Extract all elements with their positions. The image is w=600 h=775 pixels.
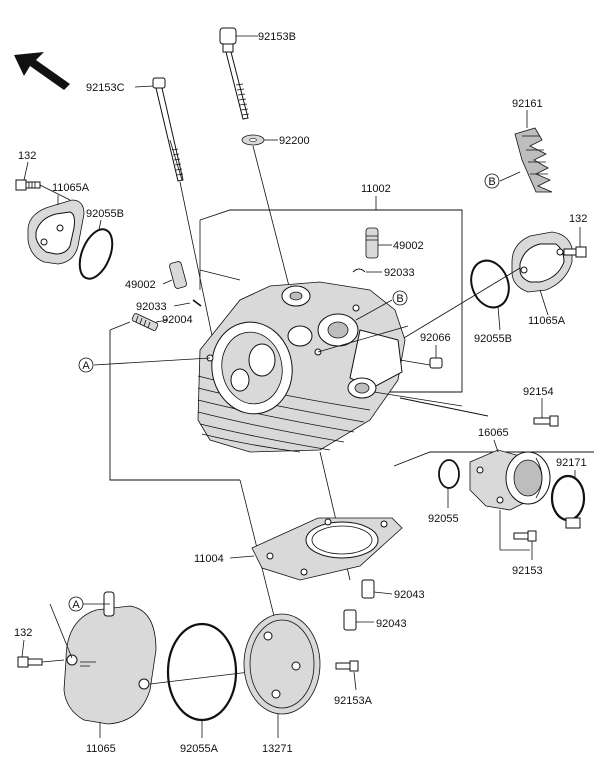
svg-text:A: A bbox=[72, 599, 80, 611]
clamp-92171 bbox=[550, 474, 586, 529]
label-92161: 92161 bbox=[512, 98, 543, 110]
callout-b-head: B bbox=[392, 290, 408, 306]
label-92004: 92004 bbox=[162, 314, 193, 326]
bolt-92153C bbox=[152, 77, 184, 182]
dowel-92043-b bbox=[343, 609, 357, 631]
bolt-132-bl bbox=[17, 656, 43, 668]
cover-13271 bbox=[243, 613, 321, 715]
svg-text:B: B bbox=[488, 176, 495, 188]
stud-92004 bbox=[131, 313, 159, 331]
label-92153C: 92153C bbox=[86, 82, 125, 94]
label-92055B-tl: 92055B bbox=[86, 208, 124, 220]
bolt-92153 bbox=[513, 530, 537, 542]
label-92033-l: 92033 bbox=[136, 301, 167, 313]
label-11004: 11004 bbox=[194, 553, 224, 565]
callout-a-bottom: A bbox=[68, 596, 84, 612]
label-49002-r: 49002 bbox=[393, 240, 424, 252]
o-ring-92055B-r bbox=[470, 259, 510, 309]
callout-a-left: A bbox=[78, 357, 94, 373]
label-132-r: 132 bbox=[569, 213, 587, 225]
label-49002-l: 49002 bbox=[125, 279, 156, 291]
label-92153A: 92153A bbox=[334, 695, 373, 707]
svg-text:B: B bbox=[396, 293, 403, 305]
label-92033-r: 92033 bbox=[384, 267, 415, 279]
label-92066: 92066 bbox=[420, 332, 451, 344]
tappet-cover-11065A-tl bbox=[27, 199, 85, 265]
bolt-92153B bbox=[219, 27, 250, 120]
label-132-tl: 132 bbox=[18, 150, 36, 162]
bolt-92154 bbox=[533, 415, 559, 427]
washer-92200 bbox=[241, 134, 265, 146]
label-11065: 11065 bbox=[86, 743, 116, 755]
bolt-132-tl bbox=[15, 179, 41, 191]
svg-text:A: A bbox=[82, 360, 90, 372]
o-ring-92055B-tl bbox=[78, 228, 114, 280]
label-92153: 92153 bbox=[512, 565, 543, 577]
head-gasket-11004 bbox=[251, 517, 403, 581]
label-92055: 92055 bbox=[428, 513, 459, 525]
label-11065A-r: 11065A bbox=[528, 315, 566, 327]
bolt-132-r bbox=[563, 246, 587, 258]
chain-guide-92161 bbox=[514, 127, 553, 193]
tappet-cover-11065A-r bbox=[511, 231, 573, 293]
o-ring-92055A bbox=[166, 622, 238, 722]
label-11002: 11002 bbox=[361, 183, 391, 195]
cover-11065 bbox=[63, 591, 157, 725]
clip-92033-r bbox=[352, 268, 366, 273]
label-13271: 13271 bbox=[262, 743, 293, 755]
label-16065: 16065 bbox=[478, 427, 509, 439]
label-92043-a: 92043 bbox=[394, 589, 425, 601]
label-92153B: 92153B bbox=[258, 31, 296, 43]
label-92043-b: 92043 bbox=[376, 618, 407, 630]
dowel-92066 bbox=[429, 357, 443, 369]
arrow-up-left-icon bbox=[14, 52, 70, 90]
dowel-92043-a bbox=[361, 579, 375, 599]
label-92154: 92154 bbox=[523, 386, 554, 398]
clip-92033-l bbox=[192, 299, 202, 307]
bolt-92153A bbox=[335, 660, 359, 672]
label-132-bl: 132 bbox=[14, 627, 32, 639]
o-ring-92055 bbox=[438, 459, 460, 489]
valve-guide-49002-l bbox=[169, 261, 187, 289]
label-92055A: 92055A bbox=[180, 743, 219, 755]
valve-guide-49002-r bbox=[365, 227, 379, 259]
callout-b-right: B bbox=[484, 173, 500, 189]
label-11065A-tl: 11065A bbox=[52, 182, 90, 194]
label-92171: 92171 bbox=[556, 457, 587, 469]
label-92055B-r: 92055B bbox=[474, 333, 512, 345]
label-92200: 92200 bbox=[279, 135, 310, 147]
intake-pipe-16065 bbox=[469, 449, 551, 511]
cylinder-head-11002 bbox=[197, 281, 406, 453]
